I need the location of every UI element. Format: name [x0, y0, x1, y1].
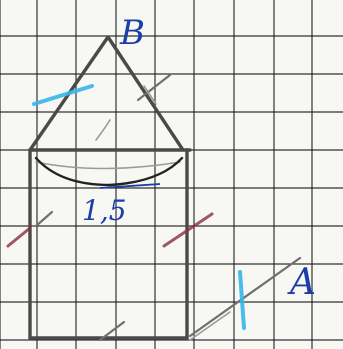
- red-tick-left: [6, 226, 32, 248]
- measure-underline: [99, 183, 161, 189]
- label-a: A: [287, 262, 316, 303]
- angle-arc: [34, 156, 184, 187]
- construction-marks: [34, 73, 302, 342]
- label-b: B: [119, 13, 145, 53]
- cyan-tick-roof: [32, 84, 94, 106]
- house-outline: [28, 35, 192, 340]
- red-tick-right: [162, 212, 214, 248]
- roof: [28, 35, 185, 152]
- cyan-tick-ground: [238, 270, 246, 330]
- measure-label: 1,5: [82, 194, 127, 227]
